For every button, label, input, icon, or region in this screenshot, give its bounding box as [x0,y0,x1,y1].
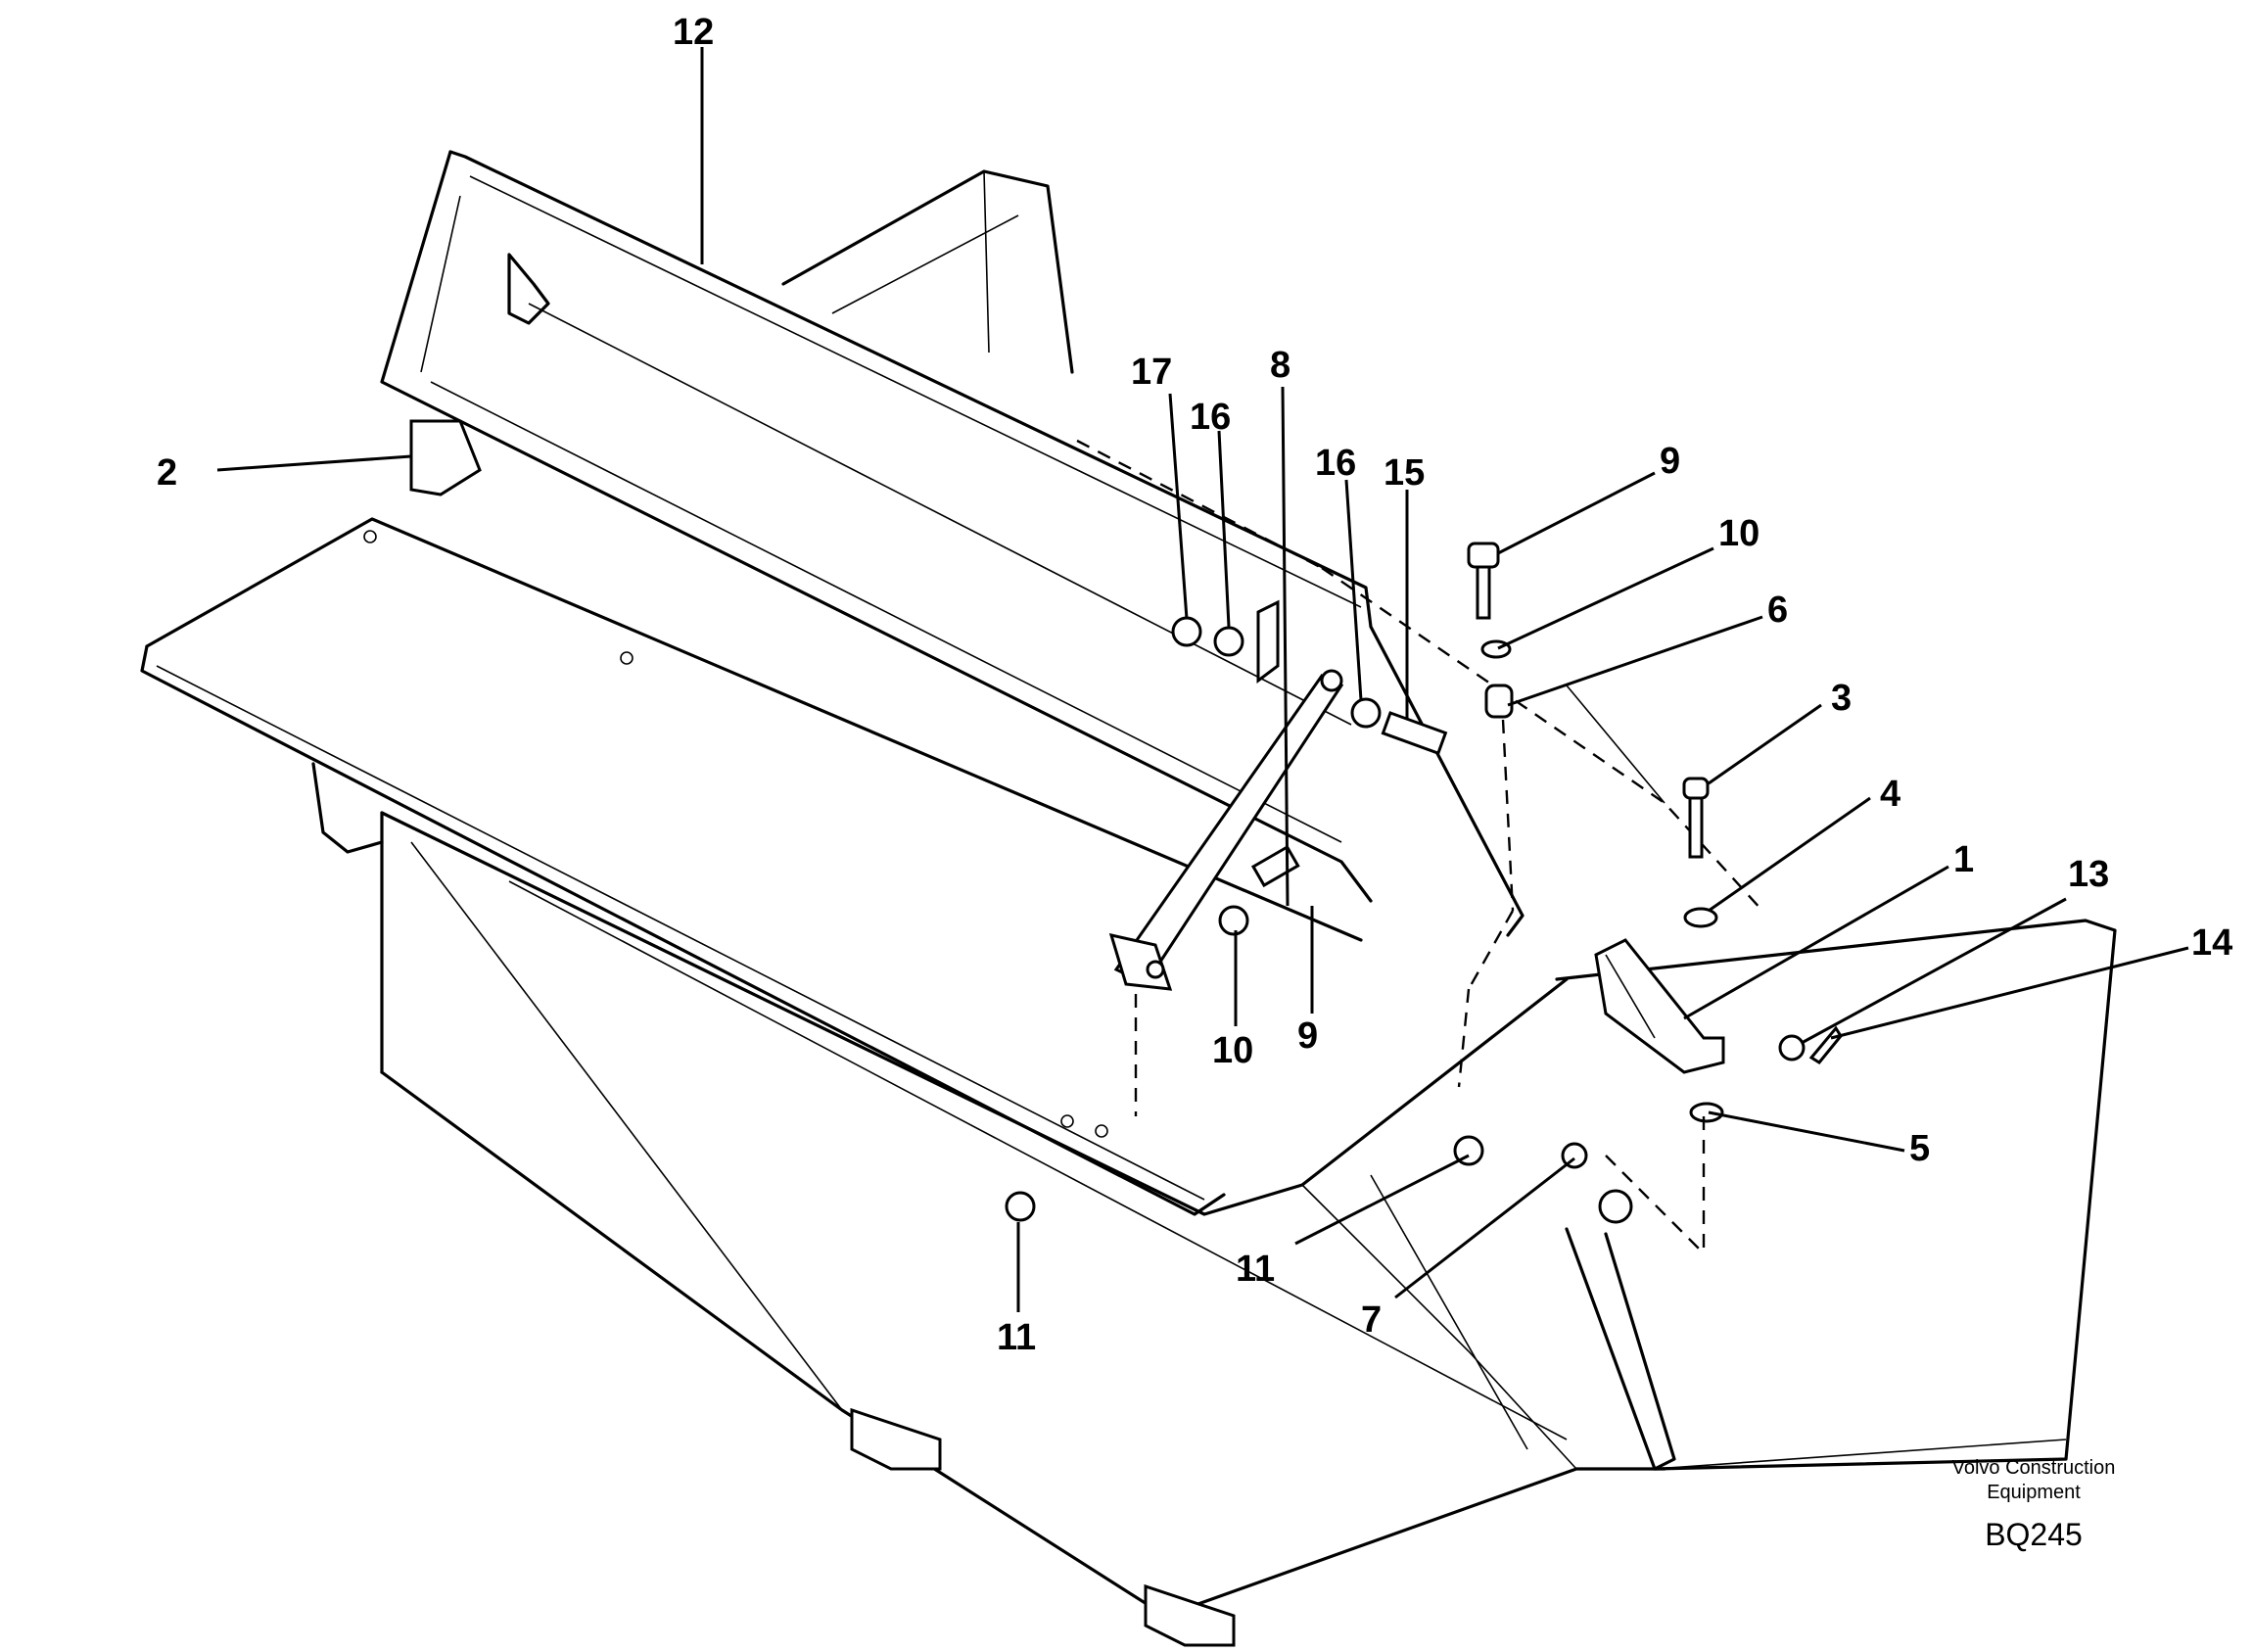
callout-10: 10 [1212,1030,1253,1071]
callout-3: 3 [1831,678,1852,719]
callout-13: 13 [2068,854,2109,895]
callout-6: 6 [1767,590,1788,631]
callout-14: 14 [2191,922,2232,964]
callout-7: 7 [1361,1299,1382,1341]
callout-12: 12 [673,12,714,53]
front-plate [140,517,1363,1216]
callout-10: 10 [1718,513,1759,554]
callout-2: 2 [157,452,177,494]
callout-16: 16 [1190,397,1231,438]
callout-16: 16 [1315,443,1356,484]
callout-labels: 12 2 17 16 8 16 15 9 10 6 3 4 1 13 14 5 … [157,12,2232,1358]
credit-block: Volvo Construction Equipment BQ245 [1952,1457,2116,1552]
callout-8: 8 [1270,345,1290,386]
callout-4: 4 [1880,774,1900,815]
drawing-code: BQ245 [1985,1517,2083,1552]
callout-11: 11 [997,1317,1036,1358]
upper-beam [380,150,1525,937]
leader-lines [216,47,2189,1312]
hinge-assembly [1005,542,1843,1254]
manufacturer-line1: Volvo Construction [1952,1457,2116,1479]
callout-11: 11 [1236,1249,1275,1290]
callout-5: 5 [1909,1128,1930,1169]
callout-15: 15 [1384,452,1425,494]
callout-17: 17 [1131,352,1172,393]
callout-1: 1 [1953,839,1974,880]
dump-body [311,169,2117,1647]
manufacturer-line2: Equipment [1987,1482,2081,1503]
callout-9: 9 [1297,1015,1318,1057]
callout-9: 9 [1660,441,1680,482]
